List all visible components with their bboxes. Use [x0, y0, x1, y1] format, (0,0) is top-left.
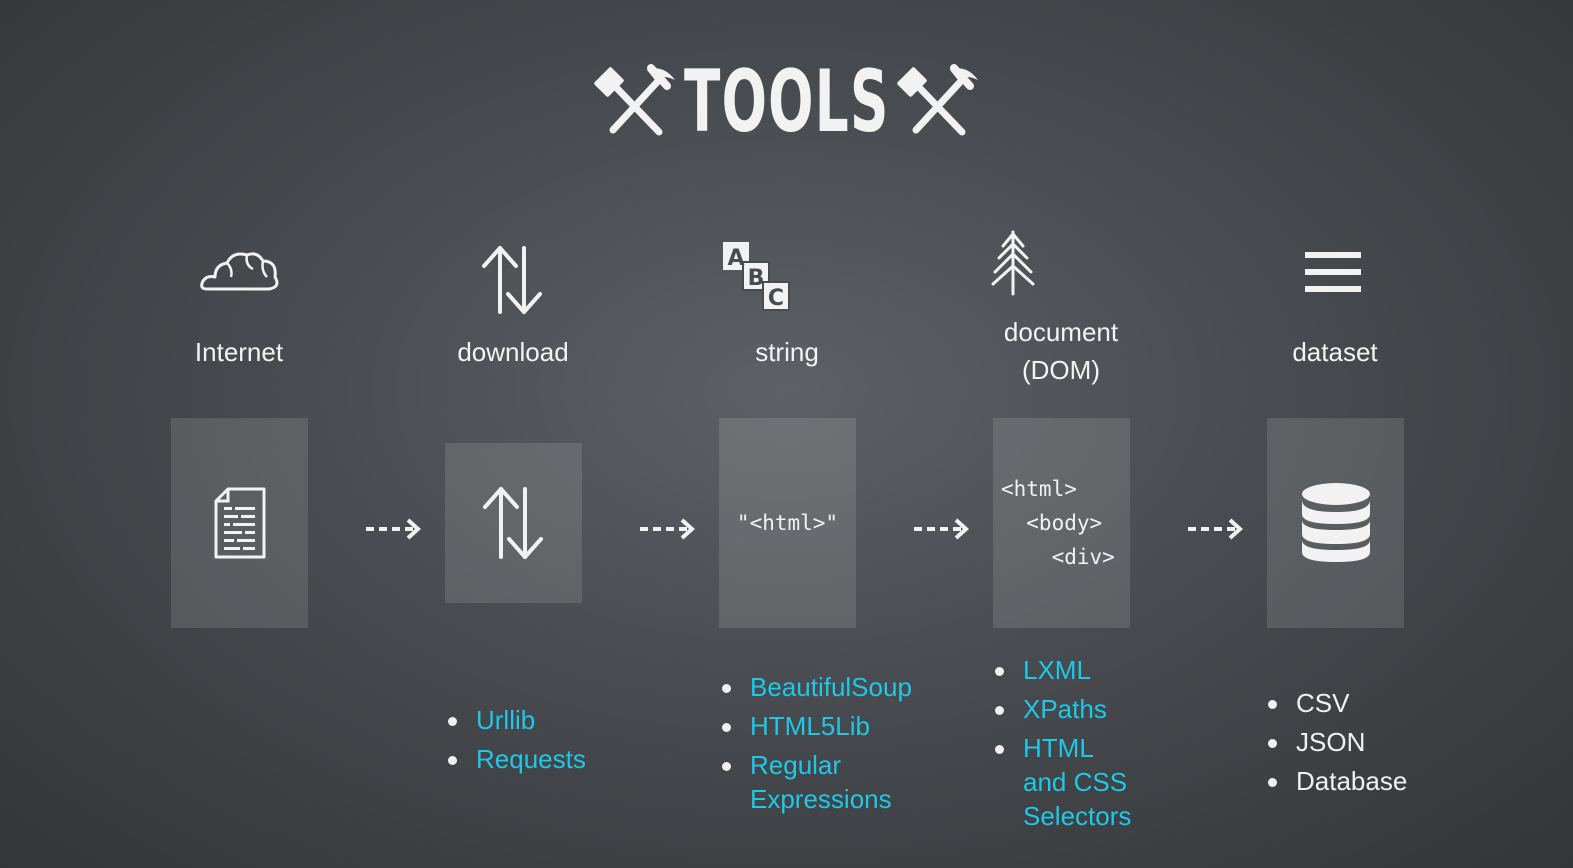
list-item[interactable]: Requests: [448, 742, 648, 776]
list-item[interactable]: LXML: [995, 653, 1195, 687]
html-string-code: "<html>": [736, 511, 839, 535]
list-item[interactable]: HTML5Lib: [722, 709, 952, 743]
document-tools-list: LXML XPaths HTML and CSS Selectors: [995, 653, 1195, 838]
database-icon: [1301, 483, 1370, 562]
hammer-pick-icon: [897, 64, 979, 136]
list-item[interactable]: XPaths: [995, 692, 1195, 726]
stage-label-download: download: [457, 337, 569, 367]
stage-label-document: document (DOM): [1003, 317, 1119, 385]
download-box: [445, 443, 582, 603]
cloud-icon: [184, 232, 294, 312]
dataset-formats-list: CSV JSON Database: [1268, 686, 1468, 803]
string-tools-list: BeautifulSoup HTML5Lib Regular Expressio…: [722, 670, 952, 821]
svg-text:B: B: [748, 266, 765, 291]
list-item[interactable]: Regular Expressions: [722, 748, 952, 816]
list-item[interactable]: HTML and CSS Selectors: [995, 731, 1195, 833]
string-box: "<html>": [719, 418, 856, 628]
title-row: TOOLS: [0, 52, 1573, 152]
list-item: CSV: [1268, 686, 1468, 720]
stage-label-string: string: [755, 337, 819, 367]
tree-icon: [958, 222, 1068, 302]
dashed-arrow-icon: [914, 518, 969, 540]
document-icon: [214, 487, 265, 559]
list-item[interactable]: BeautifulSoup: [722, 670, 952, 704]
page-title: TOOLS: [683, 52, 890, 152]
svg-text:C: C: [768, 286, 784, 311]
svg-text:A: A: [727, 246, 744, 271]
dom-tree-code: <html> <body> <div>: [1001, 477, 1115, 569]
dashed-arrow-icon: [1188, 518, 1243, 540]
list-item: JSON: [1268, 725, 1468, 759]
hamburger-lines-icon: [1278, 232, 1388, 312]
document-box: <html> <body> <div>: [993, 418, 1130, 628]
up-down-arrows-icon: [458, 240, 568, 320]
internet-box: [171, 418, 308, 628]
dashed-arrow-icon: [366, 518, 421, 540]
abc-blocks-icon: A B C: [702, 236, 812, 316]
up-down-arrows-icon: [482, 487, 543, 559]
download-tools-list: Urllib Requests: [448, 703, 648, 781]
dashed-arrow-icon: [640, 518, 695, 540]
dataset-box: [1267, 418, 1404, 628]
stage-label-internet: Internet: [194, 337, 284, 367]
list-item: Database: [1268, 764, 1468, 798]
stage-label-dataset: dataset: [1292, 337, 1378, 367]
list-item[interactable]: Urllib: [448, 703, 648, 737]
hammer-pick-icon: [593, 64, 675, 136]
